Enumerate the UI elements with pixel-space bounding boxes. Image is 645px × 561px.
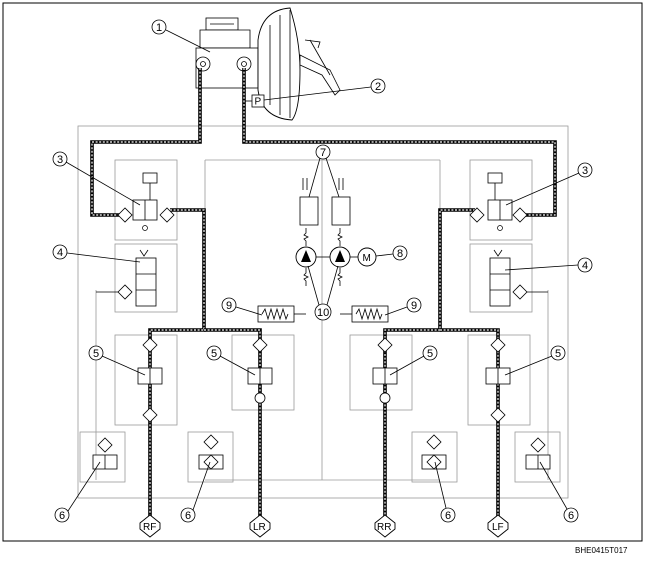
callout-4-right: 4 bbox=[582, 260, 588, 272]
master-cylinder bbox=[195, 17, 259, 89]
motor-label: M bbox=[363, 253, 371, 264]
callout-4-left: 4 bbox=[57, 247, 63, 259]
outlet-valve-rr bbox=[421, 434, 447, 470]
callout-9-right: 9 bbox=[411, 300, 417, 312]
outlet-valve-rf bbox=[92, 437, 118, 470]
callout-5-lf: 5 bbox=[555, 348, 561, 360]
inlet-valve-lr bbox=[247, 337, 273, 404]
callout-5-lr: 5 bbox=[211, 348, 217, 360]
inlet-valve-lf bbox=[485, 337, 511, 423]
output-rf-label: RF bbox=[143, 522, 156, 533]
low-pressure-reservoirs bbox=[257, 305, 389, 323]
dampers bbox=[299, 178, 351, 226]
brake-pedal bbox=[299, 39, 341, 96]
pressure-sensor: P bbox=[244, 94, 265, 108]
callout-2: 2 bbox=[375, 81, 381, 93]
outlet-valve-lr bbox=[198, 434, 224, 470]
callout-6-lf: 6 bbox=[568, 510, 574, 522]
callout-3-right: 3 bbox=[582, 165, 588, 177]
right-outlet-solenoid-valve bbox=[489, 249, 548, 307]
callout-7: 7 bbox=[320, 147, 326, 159]
left-inlet-solenoid-valve bbox=[117, 172, 175, 231]
callout-6-lr: 6 bbox=[185, 510, 191, 522]
callout-5-rf: 5 bbox=[93, 348, 99, 360]
output-lr-label: LR bbox=[253, 522, 266, 533]
pumps bbox=[295, 228, 358, 286]
inlet-valves bbox=[137, 337, 511, 423]
callout-10: 10 bbox=[317, 307, 329, 319]
output-lr: LR bbox=[249, 514, 271, 538]
callout-3-left: 3 bbox=[57, 154, 63, 166]
output-lf-label: LF bbox=[492, 522, 504, 533]
outlet-valves bbox=[92, 434, 551, 470]
callout-6-rf: 6 bbox=[59, 510, 65, 522]
brake-pipes bbox=[90, 68, 557, 520]
outlet-valve-lf bbox=[525, 437, 551, 470]
right-inlet-solenoid-valve bbox=[469, 172, 528, 231]
figure-code: BHE0415T017 bbox=[575, 546, 628, 555]
callout-8: 8 bbox=[397, 248, 403, 260]
left-outlet-solenoid-valve bbox=[96, 249, 157, 307]
callouts: 1 2 3 3 4 4 5 5 5 5 6 bbox=[52, 19, 593, 523]
callout-1: 1 bbox=[156, 22, 162, 34]
output-rf: RF bbox=[139, 514, 161, 538]
output-rr: RR bbox=[374, 514, 396, 538]
pump-motor: M bbox=[357, 247, 377, 267]
hydraulic-unit-frame bbox=[77, 125, 569, 499]
callout-5-rr: 5 bbox=[427, 348, 433, 360]
figure-border bbox=[2, 2, 643, 542]
inlet-valve-rf bbox=[137, 337, 163, 423]
callout-6-rr: 6 bbox=[445, 510, 451, 522]
pressure-sensor-label: P bbox=[255, 97, 262, 108]
callout-9-left: 9 bbox=[226, 300, 232, 312]
inlet-valve-rr bbox=[372, 337, 398, 404]
output-rr-label: RR bbox=[377, 522, 391, 533]
output-lf: LF bbox=[487, 514, 509, 538]
wheel-outputs: RF LR RR LF bbox=[139, 514, 509, 538]
